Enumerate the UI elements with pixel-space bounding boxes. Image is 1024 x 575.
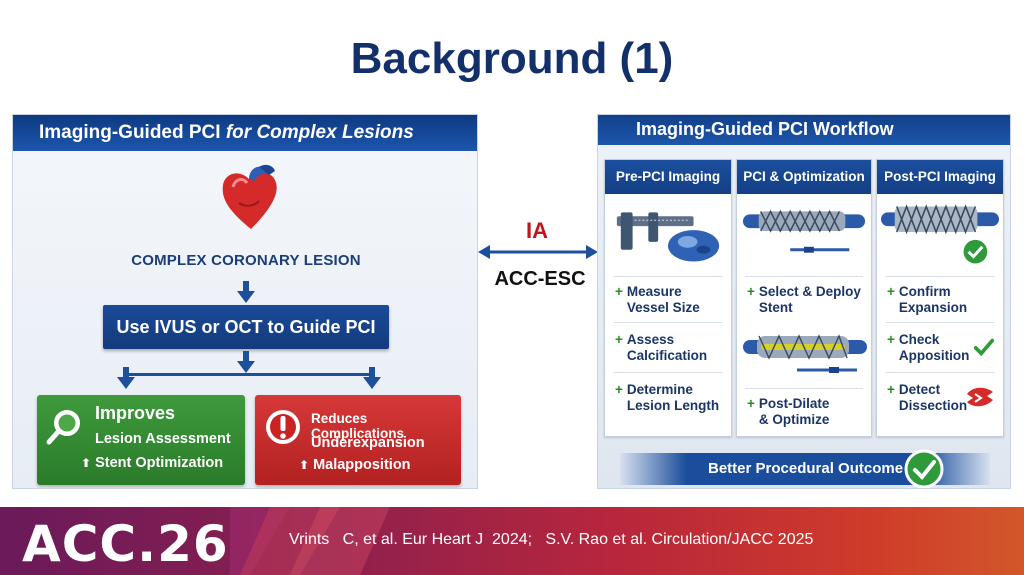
item-line-1: Measure <box>626 284 682 299</box>
improves-line-2-text: Stent Optimization <box>95 455 224 471</box>
separator <box>885 372 995 373</box>
plus-icon: + <box>887 332 895 347</box>
improves-title: Improves <box>95 403 176 423</box>
separator <box>613 276 723 277</box>
double-arrow-icon <box>478 245 598 259</box>
plus-icon: + <box>887 382 895 397</box>
column-title: PCI & Optimization <box>737 160 871 194</box>
acc-esc-label: ACC-ESC <box>494 268 586 290</box>
reduces-line-2-text: Malapposition <box>313 457 411 473</box>
item-line-1: Check <box>898 332 940 347</box>
slide-title: Background (1) <box>350 34 674 83</box>
separator <box>885 322 995 323</box>
heart-icon <box>222 164 277 229</box>
improves-box: Improves Lesion Assessment ⬆Stent Optimi… <box>37 395 245 485</box>
item-line-1: Post-Dilate <box>758 396 830 411</box>
arrow-down-icon <box>237 351 255 373</box>
item-line-2: Lesion Length <box>626 398 720 413</box>
improves-line-2: ⬆Stent Optimization <box>81 455 223 471</box>
right-panel-header: Imaging-Guided PCI Workflow <box>598 115 1010 145</box>
separator <box>745 388 863 389</box>
magnifier-icon <box>46 410 80 445</box>
stent-balloon-icon <box>743 334 867 373</box>
plus-icon: + <box>615 332 623 347</box>
expanded-stent-icon <box>881 204 999 266</box>
arrow-down-icon <box>117 367 135 389</box>
acc-26-logo: ACC.26 <box>22 515 229 573</box>
item-line-2: Dissection <box>898 398 968 413</box>
arrow-down-icon <box>363 367 381 389</box>
item-line-2: Expansion <box>898 300 968 315</box>
arrow-up-icon: ⬆ <box>81 456 92 470</box>
check-circle-icon <box>904 449 944 488</box>
left-panel-header-main: Imaging-Guided PCI <box>39 122 221 143</box>
workflow-item: +Post-Dilate& Optimize <box>737 396 871 428</box>
item-line-2: Vessel Size <box>626 300 700 315</box>
plus-icon: + <box>615 382 623 397</box>
plus-icon: + <box>747 396 755 411</box>
plus-icon: + <box>747 284 755 299</box>
item-line-2: Calcification <box>626 348 708 363</box>
item-line-1: Assess <box>626 332 675 347</box>
reduces-title: Reduces Complications <box>311 411 405 441</box>
plus-icon: + <box>887 284 895 299</box>
citation-text: Vrints C, et al. Eur Heart J 2024; S.V. … <box>289 531 814 548</box>
check-icon <box>973 338 995 357</box>
left-panel-header-italic: for Complex Lesions <box>225 122 414 143</box>
reduces-line-2: ⬆Malapposition <box>299 457 411 473</box>
reduces-line-1: Underexpansion <box>311 435 425 451</box>
pci-workflow-panel: Imaging-Guided PCI Workflow Pre-PCI Imag… <box>597 114 1011 489</box>
separator <box>745 276 863 277</box>
complex-coronary-lesion-label: COMPLEX CORONARY LESION <box>131 252 361 269</box>
item-line-1: Select & Deploy <box>758 284 861 299</box>
warning-icon <box>266 410 300 444</box>
arrow-up-icon: ⬆ <box>299 458 310 472</box>
item-line-2: Apposition <box>898 348 970 363</box>
branch-line <box>125 373 373 376</box>
ia-label: IA <box>526 218 548 243</box>
imaging-guided-pci-panel: Imaging-Guided PCI for Complex Lesions C… <box>12 114 478 489</box>
improves-line-1: Lesion Assessment <box>95 431 231 447</box>
guide-pci-box: Use IVUS or OCT to Guide PCI <box>103 305 389 349</box>
column-title: Pre-PCI Imaging <box>605 160 731 194</box>
plus-icon: + <box>615 284 623 299</box>
reduces-complications-box: Reduces Complications Underexpansion ⬆Ma… <box>255 395 461 485</box>
left-panel-header: Imaging-Guided PCI for Complex Lesions <box>13 115 477 151</box>
caliper-icon <box>616 212 720 262</box>
arrow-down-icon <box>237 281 255 303</box>
item-line-2: Stent <box>758 300 793 315</box>
stent-icon <box>742 209 866 253</box>
dissection-icon <box>967 387 993 407</box>
separator <box>613 372 723 373</box>
footer-decoration <box>230 507 390 575</box>
item-line-2: & Optimize <box>758 412 830 427</box>
column-title: Post-PCI Imaging <box>877 160 1003 194</box>
separator <box>613 322 723 323</box>
footer-banner: ACC.26 <box>0 507 1024 575</box>
separator <box>885 276 995 277</box>
item-line-1: Confirm <box>898 284 951 299</box>
item-line-1: Detect <box>898 382 941 397</box>
item-line-1: Determine <box>626 382 693 397</box>
